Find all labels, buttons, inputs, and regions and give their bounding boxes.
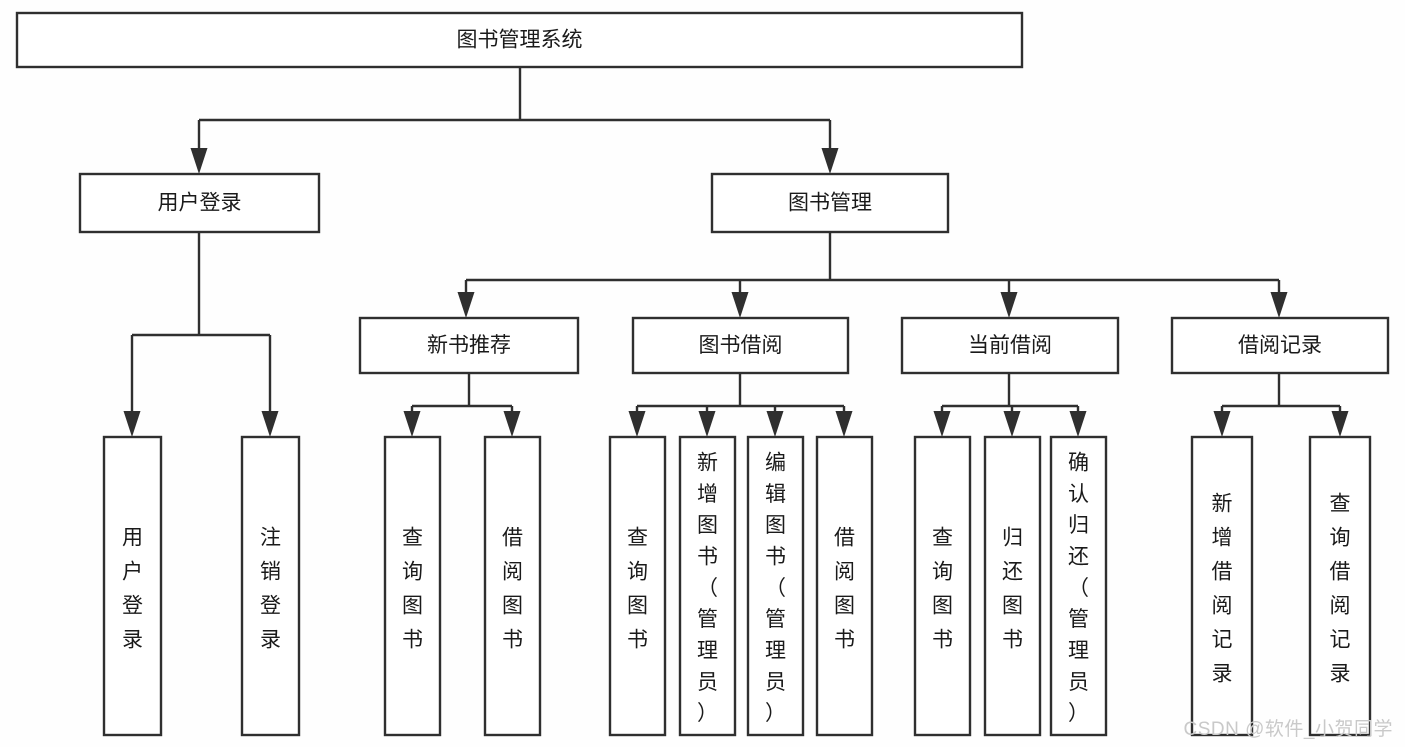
node-leaf-query-record[interactable]: 查询借阅记录 bbox=[1308, 435, 1372, 737]
node-leaf-confirm-return[interactable]: 确认归还（管理员） bbox=[1049, 435, 1108, 737]
node-label-leaf-add-record: 新增借阅记录 bbox=[1212, 493, 1233, 686]
node-label-leaf-borrow-book-2: 借阅图书 bbox=[834, 527, 855, 652]
node-new-book-rec[interactable]: 新书推荐 bbox=[358, 316, 580, 375]
connector-group-bookborrow-to-leaves bbox=[628, 373, 853, 437]
connector-group-borrowrecord-to-leaves bbox=[1213, 373, 1349, 437]
node-label-leaf-confirm-return: 确认归还（管理员） bbox=[1068, 451, 1089, 725]
nodes-layer: 图书管理系统用户登录图书管理新书推荐图书借阅当前借阅借阅记录用户登录注销登录查询… bbox=[15, 11, 1390, 737]
node-box-leaf-return-book[interactable] bbox=[983, 435, 1042, 737]
node-root[interactable]: 图书管理系统 bbox=[15, 11, 1024, 69]
node-leaf-query-book-3[interactable]: 查询图书 bbox=[913, 435, 972, 737]
arrow-head-icon bbox=[1069, 411, 1087, 437]
node-label-leaf-borrow-book-1: 借阅图书 bbox=[502, 527, 523, 652]
node-current-borrow[interactable]: 当前借阅 bbox=[900, 316, 1120, 375]
arrow-head-icon bbox=[261, 411, 279, 437]
node-box-current-borrow[interactable] bbox=[900, 316, 1120, 375]
node-label-book-manage: 图书管理 bbox=[788, 192, 872, 215]
node-box-leaf-query-book-2[interactable] bbox=[608, 435, 667, 737]
connector-group-userlogin-to-leaves bbox=[123, 232, 279, 437]
arrow-head-icon bbox=[766, 411, 784, 437]
node-box-leaf-confirm-return[interactable] bbox=[1049, 435, 1108, 737]
node-box-leaf-query-book-3[interactable] bbox=[913, 435, 972, 737]
node-leaf-user-login[interactable]: 用户登录 bbox=[102, 435, 163, 737]
node-box-leaf-add-record[interactable] bbox=[1190, 435, 1254, 737]
connector-group-bookmanage-to-level2 bbox=[457, 232, 1288, 318]
node-box-book-manage[interactable] bbox=[710, 172, 950, 234]
node-box-leaf-borrow-book-2[interactable] bbox=[815, 435, 874, 737]
node-leaf-return-book[interactable]: 归还图书 bbox=[983, 435, 1042, 737]
arrow-head-icon bbox=[628, 411, 646, 437]
arrow-head-icon bbox=[933, 411, 951, 437]
node-leaf-logout[interactable]: 注销登录 bbox=[240, 435, 301, 737]
node-box-leaf-edit-book[interactable] bbox=[746, 435, 805, 737]
node-label-user-login: 用户登录 bbox=[158, 192, 242, 215]
node-leaf-add-book[interactable]: 新增图书（管理员） bbox=[678, 435, 737, 737]
node-box-book-borrow[interactable] bbox=[631, 316, 850, 375]
node-leaf-borrow-book-2[interactable]: 借阅图书 bbox=[815, 435, 874, 737]
arrow-head-icon bbox=[190, 148, 208, 174]
arrow-head-icon bbox=[821, 148, 839, 174]
node-box-root[interactable] bbox=[15, 11, 1024, 69]
node-label-leaf-return-book: 归还图书 bbox=[1002, 527, 1023, 652]
node-label-current-borrow: 当前借阅 bbox=[968, 334, 1052, 357]
node-box-leaf-logout[interactable] bbox=[240, 435, 301, 737]
node-label-leaf-query-book-1: 查询图书 bbox=[402, 527, 423, 652]
arrow-head-icon bbox=[1331, 411, 1349, 437]
arrow-head-icon bbox=[1003, 411, 1021, 437]
arrow-head-icon bbox=[1213, 411, 1231, 437]
arrow-head-icon bbox=[457, 292, 475, 318]
node-label-leaf-query-book-2: 查询图书 bbox=[627, 527, 648, 652]
node-label-leaf-query-book-3: 查询图书 bbox=[932, 527, 953, 652]
node-box-leaf-query-book-1[interactable] bbox=[383, 435, 442, 737]
node-leaf-add-record[interactable]: 新增借阅记录 bbox=[1190, 435, 1254, 737]
connector-group-newbook-to-leaves bbox=[403, 373, 521, 437]
node-label-leaf-edit-book: 编辑图书（管理员） bbox=[765, 451, 786, 725]
node-label-leaf-query-record: 查询借阅记录 bbox=[1330, 493, 1351, 686]
node-label-book-borrow: 图书借阅 bbox=[699, 334, 783, 357]
node-box-leaf-add-book[interactable] bbox=[678, 435, 737, 737]
connector-group-currentborrow-to-leaves bbox=[933, 373, 1087, 437]
node-label-new-book-rec: 新书推荐 bbox=[427, 334, 511, 357]
node-leaf-query-book-1[interactable]: 查询图书 bbox=[383, 435, 442, 737]
arrow-head-icon bbox=[403, 411, 421, 437]
node-box-leaf-query-record[interactable] bbox=[1308, 435, 1372, 737]
arrow-head-icon bbox=[698, 411, 716, 437]
node-label-leaf-add-book: 新增图书（管理员） bbox=[697, 451, 718, 725]
arrow-head-icon bbox=[1270, 292, 1288, 318]
arrow-head-icon bbox=[835, 411, 853, 437]
node-label-root: 图书管理系统 bbox=[457, 29, 583, 52]
node-book-borrow[interactable]: 图书借阅 bbox=[631, 316, 850, 375]
connector-group-root-to-level1 bbox=[190, 67, 839, 174]
node-box-borrow-record[interactable] bbox=[1170, 316, 1390, 375]
node-leaf-edit-book[interactable]: 编辑图书（管理员） bbox=[746, 435, 805, 737]
arrow-head-icon bbox=[503, 411, 521, 437]
csdn-watermark: CSDN @软件_小贺同学 bbox=[1183, 719, 1393, 740]
node-leaf-borrow-book-1[interactable]: 借阅图书 bbox=[483, 435, 542, 737]
node-box-user-login[interactable] bbox=[78, 172, 321, 234]
node-label-leaf-logout: 注销登录 bbox=[260, 527, 281, 652]
connectors-layer bbox=[123, 67, 1349, 437]
node-user-login[interactable]: 用户登录 bbox=[78, 172, 321, 234]
node-book-manage[interactable]: 图书管理 bbox=[710, 172, 950, 234]
node-label-leaf-user-login: 用户登录 bbox=[122, 527, 143, 652]
arrow-head-icon bbox=[123, 411, 141, 437]
arrow-head-icon bbox=[1000, 292, 1018, 318]
node-box-leaf-user-login[interactable] bbox=[102, 435, 163, 737]
node-leaf-query-book-2[interactable]: 查询图书 bbox=[608, 435, 667, 737]
node-box-new-book-rec[interactable] bbox=[358, 316, 580, 375]
node-box-leaf-borrow-book-1[interactable] bbox=[483, 435, 542, 737]
arrow-head-icon bbox=[731, 292, 749, 318]
node-borrow-record[interactable]: 借阅记录 bbox=[1170, 316, 1390, 375]
node-label-borrow-record: 借阅记录 bbox=[1238, 334, 1322, 357]
